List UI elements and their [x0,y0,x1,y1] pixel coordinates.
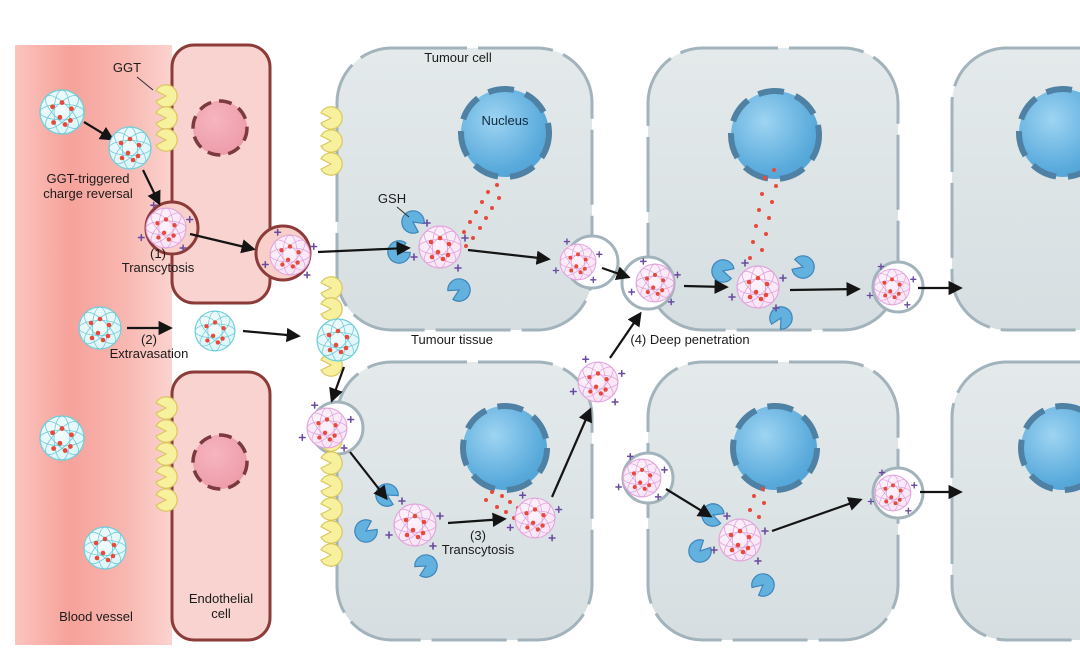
arrow-icon [189,232,256,254]
tumour-cells [309,46,1080,642]
nanoparticle-cyan-icon [194,310,236,352]
labels: GGT GGT-triggered charge reversal (1) Tr… [43,50,749,624]
nanoparticle-cyan-icon [78,306,122,350]
blood-vessel-label: Blood vessel [59,609,133,624]
arrow-icon [467,248,551,265]
endothelial-nucleus [191,433,249,491]
step1-name: Transcytosis [122,260,195,275]
step3-name: Transcytosis [442,542,515,557]
drug-stream-top-middle [456,183,501,248]
step1-number: (1) [150,246,166,261]
arrow-icon [550,407,592,498]
charge-reversal-label-line1: GGT-triggered [46,171,129,186]
nucleus-top-right [728,88,822,182]
arrow-icon [447,512,507,527]
arrow-icon [329,366,346,403]
ggt-enzyme-icon [320,106,343,130]
nanoparticle-cyan-icon [39,89,85,135]
step2-name: Extravasation [110,346,189,361]
nanoparticle-cyan-icon [83,526,127,570]
nucleus-top-far-right [1016,86,1080,180]
arrow-icon [665,488,713,518]
nanoparticle-cyan-icon [108,126,152,170]
nucleus-bottom-middle [460,403,550,493]
tumour-tissue-label: Tumour tissue [411,332,493,347]
ggt-enzyme-icon [320,152,343,176]
pathway-arrows [83,76,963,533]
endothelial-cell-label-line1: Endothelial [189,591,253,606]
ggt-enzyme-icon [320,474,343,498]
tumour-cell-bottom-middle [335,360,594,642]
ggt-pointer-line [136,76,154,91]
ggt-enzyme-icon [320,543,343,567]
step4-label: (4) Deep penetration [630,332,749,347]
arrow-icon [317,241,411,256]
step3-number: (3) [470,528,486,543]
nanoparticle-cyan-icon [316,318,360,362]
ggt-enzyme-icon [320,276,343,300]
charge-reversal-label-line2: charge reversal [43,186,133,201]
ggt-enzyme-icon [320,520,343,544]
nucleus-bottom-right [730,403,820,493]
nanoparticle-cyan-icon [39,415,85,461]
endothelial-cell-label-line2: cell [211,606,231,621]
tumour-cell-label: Tumour cell [424,50,492,65]
gsh-pointer-line [396,206,410,218]
ggt-enzyme-icon [320,297,343,321]
arrow-icon [771,497,863,533]
ggt-label: GGT [113,60,141,75]
drug-stream-top-right [748,168,778,260]
arrow-icon [609,311,642,359]
arrow-icon [83,121,115,141]
endothelial-nucleus [191,99,249,157]
step2-number: (2) [141,332,157,347]
ggt-enzyme-icon [320,497,343,521]
gsh-label: GSH [378,191,406,206]
arrow-icon [242,327,301,343]
ggt-enzyme-icon [320,451,343,475]
arrow-icon [789,282,861,297]
nucleus-top-middle [458,86,552,180]
arrow-icon [142,169,161,206]
arrow-icon [349,451,388,501]
nucleus-label: Nucleus [482,113,529,128]
arrow-icon [683,279,729,294]
nucleus-bottom-far-right [1018,403,1080,493]
tumour-cell-top-right [646,46,900,332]
ggt-enzyme-icon [320,129,343,153]
arrow-icon [601,266,631,281]
